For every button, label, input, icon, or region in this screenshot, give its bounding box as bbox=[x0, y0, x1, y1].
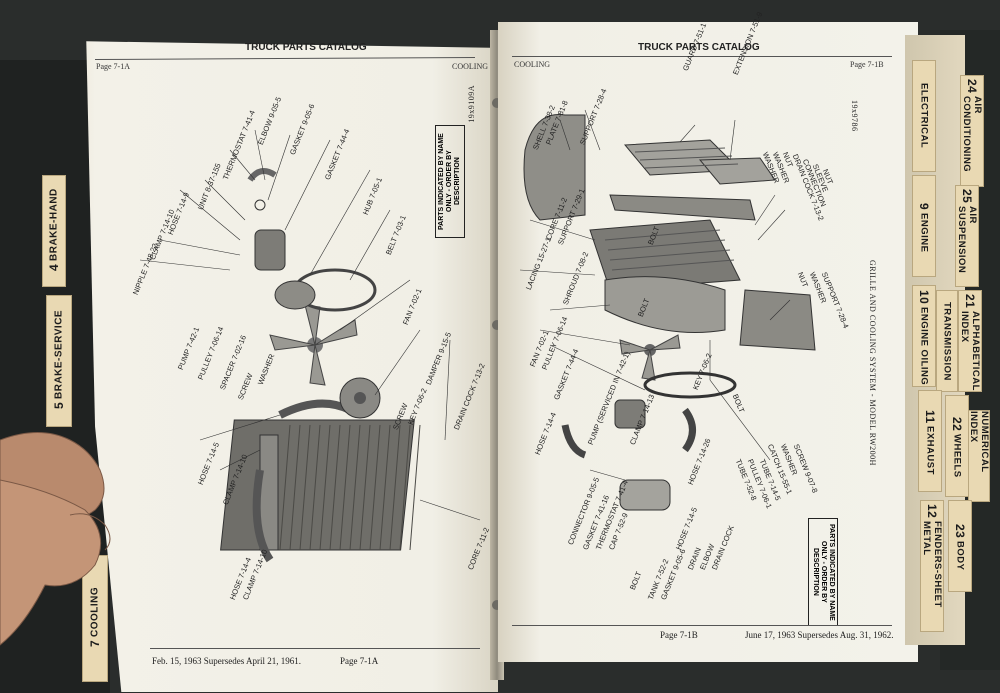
left-footer-page: Page 7-1A bbox=[340, 656, 379, 666]
cooling-system-diagram-left bbox=[139, 129, 481, 563]
grille-cooling-diagram-right bbox=[519, 109, 816, 511]
tab-number: 11 bbox=[923, 409, 937, 424]
tab-number: 5 bbox=[52, 401, 66, 410]
header-rule bbox=[512, 56, 892, 57]
lower-hose-image bbox=[252, 469, 274, 563]
tab-label: WHEELS bbox=[951, 434, 963, 478]
figure-caption: GRILLE AND COOLING SYSTEM - MODEL RW200H bbox=[868, 260, 877, 466]
tab-exhaust[interactable]: 11 EXHAUST bbox=[918, 390, 942, 492]
left-page bbox=[86, 41, 498, 692]
radiator-core-image bbox=[589, 219, 741, 291]
tab-numerical-index[interactable]: NUMERICAL INDEX bbox=[968, 410, 990, 502]
fan-image bbox=[619, 334, 681, 381]
elbow-image bbox=[247, 168, 277, 182]
tab-number: 12 bbox=[925, 504, 939, 519]
radiator-image bbox=[220, 419, 421, 551]
tab-label: TRANSMISSION bbox=[941, 301, 953, 381]
tab-number: 21 bbox=[963, 293, 977, 309]
support-bracket-image bbox=[739, 289, 816, 351]
right-footer-date: June 17, 1963 Supersedes Aug. 31, 1962. bbox=[745, 630, 894, 640]
tab-label: BRAKE-HAND bbox=[48, 188, 60, 261]
tab-brake-hand[interactable]: 4 BRAKE-HAND bbox=[42, 175, 66, 287]
tab-label: AIR SUSPENSION bbox=[956, 206, 978, 274]
tab-engine-oiling[interactable]: 10 ENGINE OILING bbox=[912, 285, 936, 387]
figure-number: 19x9109A bbox=[467, 85, 476, 123]
tab-label: EXHAUST bbox=[924, 426, 936, 476]
binder-ring bbox=[492, 600, 502, 610]
tab-alphabetical-index[interactable]: 21 ALPHABETICAL INDEX bbox=[958, 290, 982, 392]
footer-rule bbox=[512, 625, 892, 626]
grille-guard-image bbox=[623, 139, 776, 185]
hub-image bbox=[274, 280, 316, 310]
pump-image bbox=[614, 399, 646, 429]
tab-label: AIR CONDITIONING bbox=[961, 96, 983, 173]
tab-number: 23 bbox=[953, 524, 967, 539]
tab-label: ENGINE bbox=[918, 212, 930, 253]
shell-image bbox=[523, 113, 586, 221]
footer-rule bbox=[150, 648, 480, 649]
parts-note-box: PARTS INDICATED BY NAME ONLY - ORDER BY … bbox=[435, 125, 465, 238]
hose-image bbox=[561, 424, 587, 459]
tab-air-suspension[interactable]: 25 AIR SUSPENSION bbox=[955, 185, 979, 287]
binder-ring bbox=[492, 320, 502, 330]
tab-fenders-sheet-metal[interactable]: 12 FENDERS-SHEET METAL bbox=[920, 500, 944, 632]
shroud-image bbox=[604, 276, 726, 333]
tab-air-conditioning[interactable]: 24 AIR CONDITIONING bbox=[960, 75, 984, 187]
right-page-header: TRUCK PARTS CATALOG bbox=[638, 42, 760, 53]
tab-label: ENGINE OILING bbox=[918, 307, 930, 386]
tab-number: 22 bbox=[950, 417, 964, 432]
tab-number: 9 bbox=[917, 202, 931, 210]
upper-hose-image bbox=[278, 399, 352, 419]
right-footer-page: Page 7-1B bbox=[660, 630, 698, 640]
tab-brake-service[interactable]: 5 BRAKE-SERVICE bbox=[46, 295, 72, 427]
tab-wheels[interactable]: 22 WHEELS bbox=[945, 395, 969, 497]
belt-image bbox=[643, 371, 737, 399]
gasket-image bbox=[254, 199, 266, 211]
tab-label: BODY bbox=[954, 541, 966, 571]
tab-number: 25 bbox=[960, 189, 974, 204]
tab-label: ELECTRICAL bbox=[918, 83, 930, 149]
tab-label: FENDERS-SHEET METAL bbox=[921, 521, 943, 609]
tab-number: 10 bbox=[917, 289, 931, 305]
surge-tank-image bbox=[619, 479, 671, 511]
tab-body[interactable]: 23 BODY bbox=[948, 500, 972, 592]
left-page-header: TRUCK PARTS CATALOG bbox=[245, 42, 367, 53]
parts-note-box: PARTS INDICATED BY NAME ONLY - ORDER BY … bbox=[808, 518, 838, 626]
tab-label: ALPHABETICAL INDEX bbox=[959, 311, 981, 392]
right-page-number: Page 7-1B bbox=[850, 60, 884, 69]
figure-number: 19x9786 bbox=[850, 100, 859, 132]
support-image bbox=[609, 194, 756, 221]
left-section-label: COOLING bbox=[452, 62, 488, 71]
tab-label: NUMERICAL INDEX bbox=[968, 411, 990, 473]
tab-transmission[interactable]: TRANSMISSION bbox=[936, 290, 958, 392]
pump-image bbox=[254, 229, 286, 271]
tab-label: BRAKE-SERVICE bbox=[53, 309, 65, 399]
tab-engine[interactable]: 9 ENGINE bbox=[912, 175, 936, 277]
tab-number: 4 bbox=[47, 263, 61, 271]
left-footer-date: Feb. 15, 1963 Supersedes April 21, 1961. bbox=[152, 656, 301, 666]
fan-image bbox=[269, 304, 358, 386]
binder-ring bbox=[492, 98, 502, 108]
left-page-number: Page 7-1A bbox=[96, 62, 130, 71]
tab-number: 24 bbox=[965, 79, 979, 94]
tab-electrical[interactable]: ELECTRICAL bbox=[912, 60, 936, 172]
hand-image bbox=[0, 432, 111, 646]
right-section-label: COOLING bbox=[514, 60, 550, 69]
hose-image bbox=[682, 407, 696, 453]
